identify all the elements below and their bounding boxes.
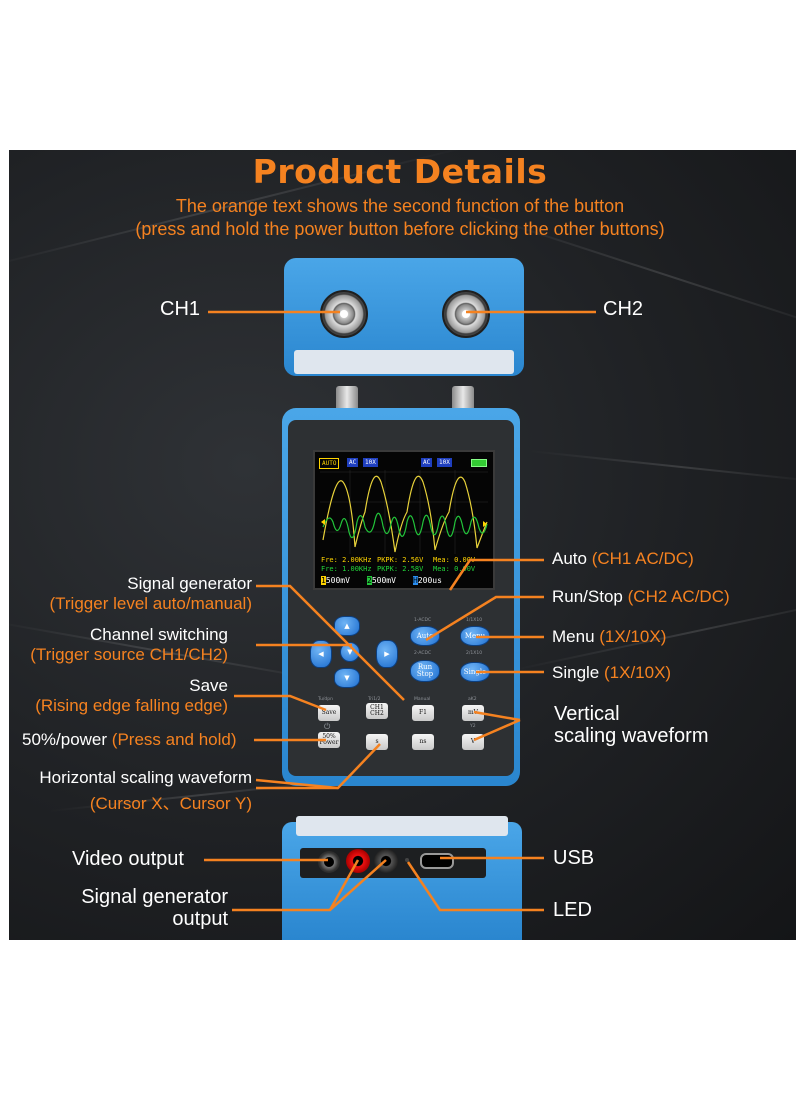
ns-button[interactable]: ns <box>412 734 434 750</box>
menu-secondary-tag: 1/1X10 <box>466 618 483 623</box>
led-indicator <box>405 858 409 862</box>
ch2-waveform <box>322 512 488 539</box>
siggen-alt-label: (Trigger level auto/manual) <box>49 594 252 613</box>
arrow-left-icon: ◀ <box>318 649 324 658</box>
ch-key-label-2: CH2 <box>370 710 384 717</box>
menu-label: Menu (1X/10X) <box>552 627 667 646</box>
auto-label: Auto (CH1 AC/DC) <box>552 549 694 568</box>
dpad-right-button[interactable]: ▶ <box>376 640 398 668</box>
screen-ch2-probe: 10X <box>437 458 452 467</box>
waveform-display <box>320 470 488 554</box>
screen-ch1-scale: 1500mV <box>321 576 350 585</box>
ch-key-label-1: CH1 <box>370 704 384 711</box>
vertical-label-1: Vertical <box>554 703 620 725</box>
siggen-label: Signal generator <box>127 574 252 593</box>
power-key-label-2: Power <box>319 739 339 746</box>
siggen-output-label-1: Signal generator <box>81 886 228 908</box>
screen-row2-freq: Fre: 1.00KHz <box>321 565 372 573</box>
screen-ch1-probe: 10X <box>363 458 378 467</box>
run-stop-button[interactable]: Run Stop <box>410 660 440 682</box>
screen-row1-freq: Fre: 2.00KHz <box>321 556 372 564</box>
ch1-label: CH1 <box>160 298 201 320</box>
dpad-down-button[interactable]: ▼ <box>334 668 360 688</box>
top-cap-rim <box>294 350 514 374</box>
siggen-output-label-2: output <box>172 908 228 930</box>
ch-secondary-tag: Tri1/2 <box>368 697 381 702</box>
screen-ch2-scale: 2500mV <box>367 576 396 585</box>
page-title: Product Details <box>252 152 548 191</box>
single-label: Single (1X/10X) <box>552 663 672 682</box>
chswitch-label: Channel switching <box>90 625 228 644</box>
auto-button[interactable]: Auto <box>410 626 440 646</box>
power-icon: ⏻ <box>324 722 331 731</box>
power-label: 50%/power (Press and hold) <box>22 730 237 749</box>
trigger-marker-icon <box>321 519 325 525</box>
save-secondary-tag: Tu/dpn <box>318 697 333 702</box>
usb-label: USB <box>553 847 595 869</box>
f1-secondary-tag: Manual <box>414 697 431 702</box>
screen-grid <box>320 470 488 554</box>
led-label: LED <box>553 899 592 921</box>
screen-ch1-coupling: AC <box>347 458 359 467</box>
auto-secondary-tag: 1-ACDC <box>414 618 432 623</box>
f1-button[interactable]: F1 <box>412 705 434 721</box>
dpad-left-button[interactable]: ◀ <box>310 640 332 668</box>
power-key-label-1: 50% <box>322 733 336 740</box>
screen-ch2-coupling: AC <box>421 458 433 467</box>
mv-secondary-tag: aK2 <box>468 697 477 702</box>
save-alt-label: (Rising edge falling edge) <box>35 696 228 715</box>
power-50-button[interactable]: 50% Power <box>318 732 340 748</box>
single-button[interactable]: Single <box>460 662 490 682</box>
arrow-down-icon: ▼ <box>344 673 350 682</box>
run-secondary-tag: 2-ACDC <box>414 651 432 656</box>
ch1-bnc-connector <box>320 290 368 338</box>
horiz-alt-label: (Cursor X、Cursor Y) <box>89 794 252 813</box>
run-stop-label-2: Stop <box>416 670 434 678</box>
trigger-level-icon <box>483 521 487 527</box>
arrow-right-icon: ▶ <box>384 649 390 658</box>
dpad-center-button[interactable]: ▼ <box>340 642 360 662</box>
arrow-up-icon: ▲ <box>344 621 350 630</box>
subtitle-line-2: (press and hold the power button before … <box>135 219 665 239</box>
horiz-label: Horizontal scaling waveform <box>39 768 252 787</box>
mv-button[interactable]: mV <box>462 705 484 721</box>
bottom-cap-rim <box>296 816 508 836</box>
v-secondary-tag: Y2 <box>470 724 476 729</box>
s-button[interactable]: s <box>366 734 388 750</box>
arrow-center-icon: ▼ <box>347 647 353 656</box>
screen-row2-mean: Mea: 0.00V <box>433 565 476 573</box>
battery-icon <box>471 459 487 467</box>
screen-row2-pkpk: PKPK: 2.58V <box>377 565 424 573</box>
video-output-label: Video output <box>72 848 184 870</box>
single-secondary-tag: 2/1X10 <box>466 651 483 656</box>
ch2-bnc-connector <box>442 290 490 338</box>
ch1-ch2-button[interactable]: CH1 CH2 <box>366 703 388 719</box>
chswitch-alt-label: (Trigger source CH1/CH2) <box>30 645 228 664</box>
run-stop-label-1: Run <box>417 663 433 671</box>
subtitle-line-1: The orange text shows the second functio… <box>175 196 625 216</box>
dpad-up-button[interactable]: ▲ <box>334 616 360 636</box>
save-label: Save <box>189 676 228 695</box>
vertical-label-2: scaling waveform <box>554 725 709 747</box>
screen-timebase: H200us <box>413 576 442 585</box>
ch1-waveform <box>322 475 488 553</box>
video-output-jack <box>318 851 340 873</box>
run-stop-label: Run/Stop (CH2 AC/DC) <box>552 587 730 606</box>
bottom-io-cap <box>282 816 522 940</box>
ch2-label: CH2 <box>603 298 644 320</box>
screen-mode: AUTO <box>319 458 340 469</box>
screen-row1-pkpk: PKPK: 2.56V <box>377 556 424 564</box>
screen-row1-mean: Mea: 0.00V <box>433 556 476 564</box>
